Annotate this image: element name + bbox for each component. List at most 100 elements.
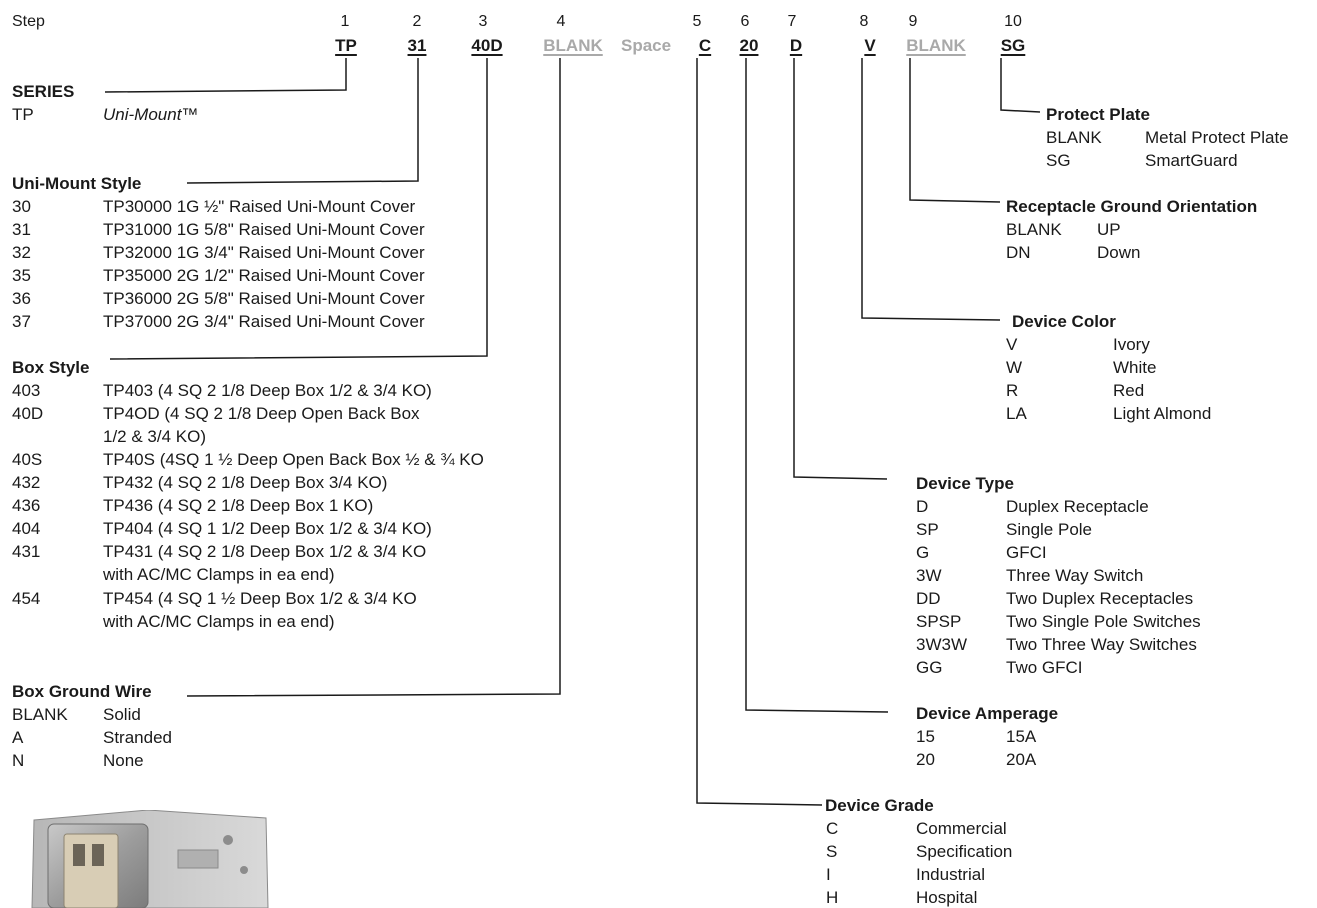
connector-uni-mount-style — [186, 58, 419, 184]
space-label: Space — [621, 36, 672, 55]
list-item-desc: TP36000 2G 5/8" Raised Uni-Mount Cover — [103, 289, 425, 308]
list-item-code: I — [826, 865, 831, 884]
list-item-code: DN — [1006, 243, 1031, 262]
list-item-desc: TP432 (4 SQ 2 1/8 Deep Box 3/4 KO) — [103, 473, 388, 492]
list-item-code: BLANK — [12, 705, 68, 724]
list-item-desc: TP404 (4 SQ 1 1/2 Deep Box 1/2 & 3/4 KO) — [103, 519, 432, 538]
step-code-5: C — [698, 36, 712, 55]
list-item-code: V — [1006, 335, 1018, 354]
step-number-7: 7 — [787, 13, 797, 30]
list-item-desc: TP31000 1G 5/8" Raised Uni-Mount Cover — [103, 220, 425, 239]
box-ground-wire-title: Box Ground Wire — [12, 682, 152, 701]
step-number-9: 9 — [908, 13, 918, 30]
list-item-desc: 20A — [1006, 750, 1037, 769]
list-item-desc: TP4OD (4 SQ 2 1/8 Deep Open Back Box — [103, 404, 420, 423]
list-item-desc: with AC/MC Clamps in ea end) — [103, 565, 335, 584]
list-item-code: N — [12, 751, 25, 770]
step-number-2: 2 — [412, 13, 422, 30]
connector-device-grade — [696, 58, 823, 806]
list-item-code: SPSP — [916, 612, 962, 631]
protect-plate-title: Protect Plate — [1046, 105, 1150, 124]
box-style-title: Box Style — [12, 358, 90, 377]
list-item-desc: Down — [1097, 243, 1141, 262]
list-item-desc: Two Three Way Switches — [1006, 635, 1197, 654]
list-item-desc: Metal Protect Plate — [1145, 128, 1289, 147]
receptacle-ground-orientation-title: Receptacle Ground Orientation — [1006, 197, 1258, 216]
list-item-code: 31 — [12, 220, 31, 239]
list-item-desc: Ivory — [1113, 335, 1150, 354]
list-item-code: 431 — [12, 542, 41, 561]
uni-mount-style-title: Uni-Mount Style — [12, 174, 142, 193]
list-item-desc: 15A — [1006, 727, 1037, 746]
list-item-code: DD — [916, 589, 941, 608]
list-item-desc: Commercial — [916, 819, 1007, 838]
list-item-code: 436 — [12, 496, 41, 515]
series-desc: Uni-Mount™ — [103, 105, 199, 124]
connector-series — [104, 58, 347, 93]
step-number-6: 6 — [740, 13, 750, 30]
list-item-code: 454 — [12, 589, 41, 608]
series-code: TP — [12, 105, 34, 124]
list-item-desc: TP30000 1G ½" Raised Uni-Mount Cover — [103, 197, 416, 216]
device-grade-title: Device Grade — [825, 796, 934, 815]
step-number-1: 1 — [340, 13, 350, 30]
list-item-desc: Two Duplex Receptacles — [1006, 589, 1194, 608]
list-item-desc: GFCI — [1006, 543, 1047, 562]
list-item-code: BLANK — [1046, 128, 1102, 147]
list-item-code: 35 — [12, 266, 31, 285]
step-label: Step — [12, 13, 45, 30]
list-item-code: 40D — [12, 404, 44, 423]
list-item-code: 37 — [12, 312, 31, 331]
list-item-code: 403 — [12, 381, 41, 400]
list-item-desc: TP454 (4 SQ 1 ½ Deep Box 1/2 & 3/4 KO — [103, 589, 417, 608]
list-item-code: C — [826, 819, 839, 838]
step-code-2: 31 — [407, 36, 427, 55]
series-title: SERIES — [12, 82, 75, 101]
list-item-desc: Two GFCI — [1006, 658, 1083, 677]
list-item-code: 30 — [12, 197, 31, 216]
list-item-code: 3W — [916, 566, 942, 585]
device-type-title: Device Type — [916, 474, 1014, 493]
list-item-code: 432 — [12, 473, 41, 492]
list-item-code: 32 — [12, 243, 31, 262]
list-item-desc: TP32000 1G 3/4" Raised Uni-Mount Cover — [103, 243, 425, 262]
list-item-desc: Industrial — [916, 865, 985, 884]
list-item-code: 40S — [12, 450, 43, 469]
connector-device-type — [793, 58, 888, 480]
list-item-code: 3W3W — [916, 635, 967, 654]
list-item-desc: TP37000 2G 3/4" Raised Uni-Mount Cover — [103, 312, 425, 331]
list-item-desc: TP40S (4SQ 1 ½ Deep Open Back Box ½ & ¾ … — [103, 450, 484, 469]
list-item-desc: Two Single Pole Switches — [1006, 612, 1201, 631]
device-amperage-title: Device Amperage — [916, 704, 1059, 723]
list-item-code: 15 — [916, 727, 935, 746]
connector-device-color — [861, 58, 1001, 321]
step-number-4: 4 — [556, 13, 566, 30]
list-item-desc: SmartGuard — [1145, 151, 1238, 170]
list-item-code: R — [1006, 381, 1019, 400]
list-item-desc: Single Pole — [1006, 520, 1093, 539]
list-item-desc: Stranded — [103, 728, 172, 747]
step-number-5: 5 — [692, 13, 702, 30]
list-item-code: 20 — [916, 750, 935, 769]
list-item-desc: Specification — [916, 842, 1013, 861]
list-item-desc: Light Almond — [1113, 404, 1212, 423]
list-item-code: A — [12, 728, 24, 747]
list-item-code: 36 — [12, 289, 31, 308]
list-item-desc: None — [103, 751, 144, 770]
list-item-desc: Solid — [103, 705, 141, 724]
step-code-1: TP — [335, 36, 357, 55]
step-code-4: BLANK — [543, 36, 603, 55]
list-item-code: W — [1006, 358, 1023, 377]
list-item-code: H — [826, 888, 839, 907]
list-item-desc: TP403 (4 SQ 2 1/8 Deep Box 1/2 & 3/4 KO) — [103, 381, 432, 400]
list-item-desc: 1/2 & 3/4 KO) — [103, 427, 206, 446]
list-item-desc: White — [1113, 358, 1157, 377]
list-item-desc: Hospital — [916, 888, 978, 907]
list-item-desc: TP431 (4 SQ 2 1/8 Deep Box 1/2 & 3/4 KO — [103, 542, 427, 561]
list-item-desc: TP436 (4 SQ 2 1/8 Deep Box 1 KO) — [103, 496, 374, 515]
product-image — [31, 810, 269, 908]
step-code-10: SG — [1000, 36, 1026, 55]
step-code-8: V — [864, 36, 876, 55]
step-number-8: 8 — [859, 13, 869, 30]
step-code-6: 20 — [739, 36, 759, 55]
